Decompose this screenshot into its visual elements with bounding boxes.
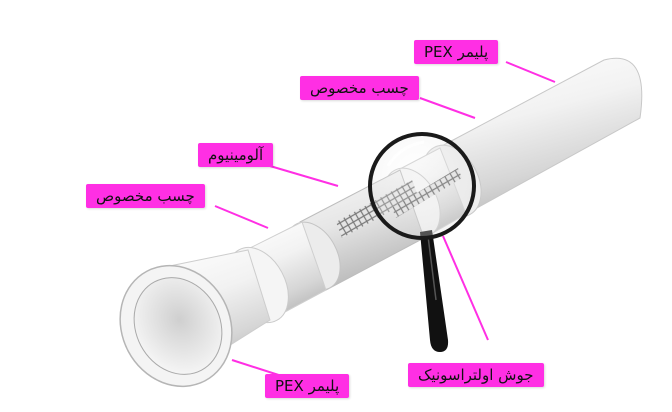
- label-adhesive-outer: چسب مخصوص: [300, 76, 419, 100]
- label-ultrasonic-weld: جوش اولتراسونیک: [408, 363, 544, 387]
- label-aluminium: آلومینیوم: [198, 143, 274, 167]
- leader-line-adhesive-inner: [214, 205, 269, 229]
- leader-lines: [214, 61, 556, 379]
- inner-pex-layer: [119, 249, 271, 388]
- label-pex-inner: پلیمر PEX: [265, 374, 350, 398]
- magnifying-glass-icon: [368, 132, 476, 352]
- label-pex-outer: پلیمر PEX: [414, 40, 499, 64]
- label-adhesive-inner: چسب مخصوص: [86, 184, 205, 208]
- pipe-bore: [133, 277, 223, 375]
- leader-line-aluminium: [269, 165, 339, 187]
- leader-line-adhesive-outer: [419, 97, 476, 119]
- leader-line-weld: [442, 235, 489, 341]
- leader-line-pex-outer: [505, 61, 556, 83]
